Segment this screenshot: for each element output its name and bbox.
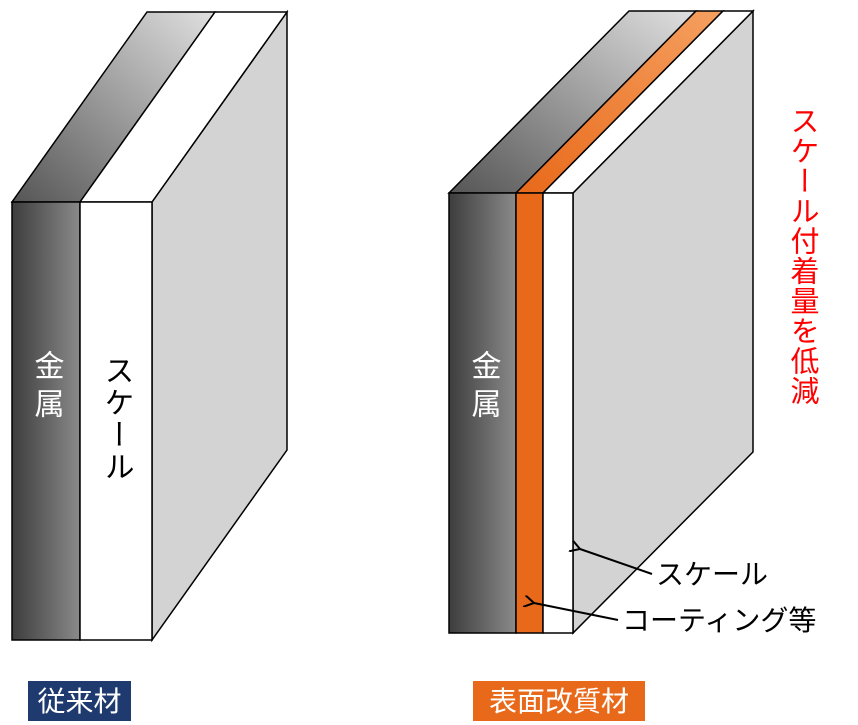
modified-coating-layer bbox=[515, 192, 544, 634]
modified-caption-text: 表面改質材 bbox=[489, 685, 629, 718]
scale-arrow bbox=[580, 549, 653, 575]
modified-caption: 表面改質材 bbox=[473, 681, 645, 721]
coating-callout-label: コーティング等 bbox=[622, 604, 816, 637]
conventional-metal-label: 金属 bbox=[29, 350, 65, 426]
conventional-scale-label: スケール bbox=[99, 355, 134, 483]
conventional-caption-bg bbox=[28, 681, 131, 721]
conventional-scale-layer bbox=[79, 201, 153, 641]
conventional-caption-text: 従来材 bbox=[37, 685, 121, 718]
modified-metal-layer bbox=[448, 192, 517, 634]
modified-scale-layer bbox=[542, 192, 574, 634]
coating-arrow bbox=[534, 603, 619, 621]
scale-callout-label: スケール bbox=[656, 558, 768, 591]
modified-metal-label: 金属 bbox=[466, 350, 502, 426]
conventional-caption: 従来材 bbox=[28, 681, 131, 721]
modified-block: 金属 bbox=[447, 9, 755, 635]
modified-caption-bg bbox=[473, 681, 645, 721]
conventional-block: 金属 スケール bbox=[10, 9, 289, 643]
callout-arrows bbox=[534, 549, 653, 621]
effect-note: スケール付着量を低減 bbox=[786, 106, 820, 406]
